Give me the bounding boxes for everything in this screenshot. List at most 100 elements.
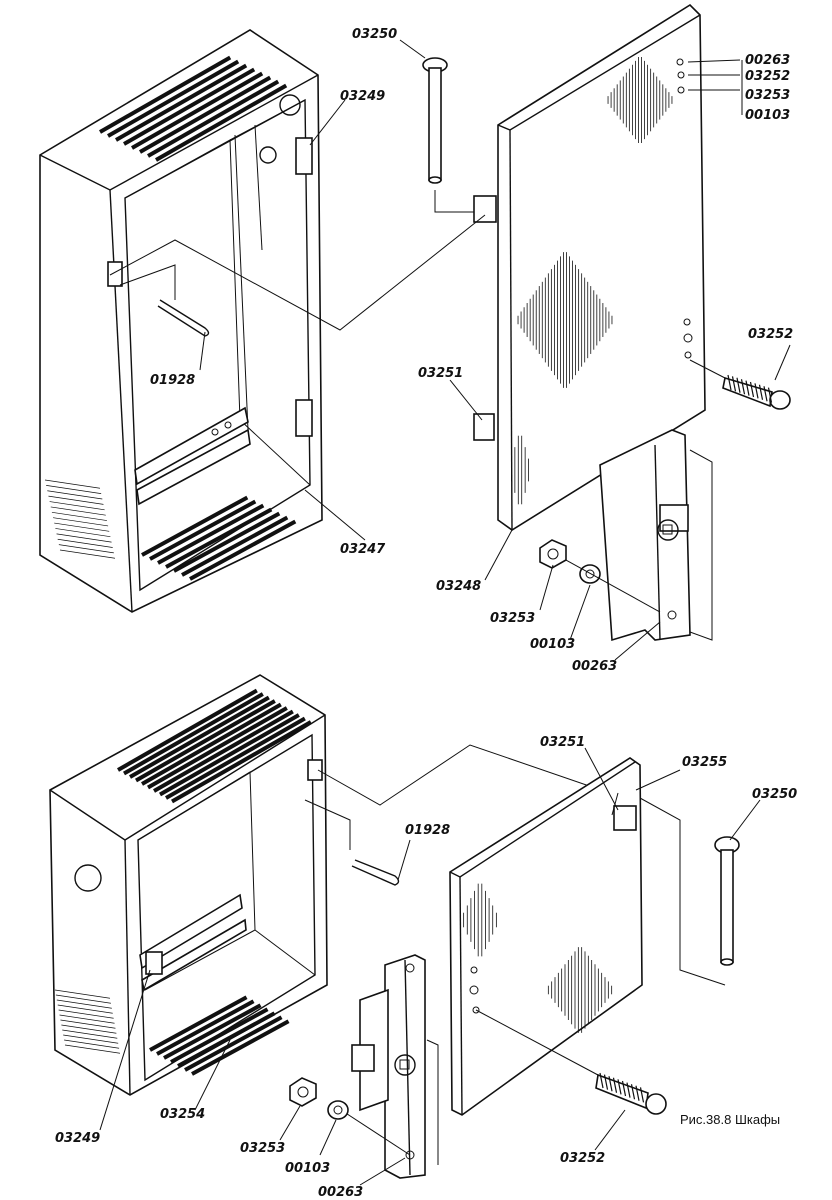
thread-line — [603, 1074, 609, 1090]
thread-line — [617, 1079, 622, 1095]
top-hinge-pin-03250 — [422, 57, 480, 213]
bottom-cotter-pin-01928 — [351, 859, 400, 886]
shade-line — [58, 1009, 114, 1019]
vent-slot — [165, 716, 306, 800]
thread-line — [754, 383, 759, 399]
vent-slot — [147, 706, 288, 790]
top-door-03248 — [473, 3, 706, 531]
bottom-hinge-pin-03250 — [714, 836, 740, 966]
label-00103-top-a: 00103 — [745, 108, 790, 123]
label-03254: 03254 — [160, 1107, 205, 1122]
thread-line — [745, 380, 750, 396]
label-00103-bottom: 00103 — [285, 1161, 330, 1176]
vent-slot — [171, 720, 312, 804]
bottom-cabinet-side-shading — [54, 989, 121, 1054]
shade-line — [60, 1019, 116, 1029]
vent-slot — [147, 79, 280, 158]
shade-line — [59, 549, 116, 559]
vent-slot — [141, 495, 249, 557]
top-cabinet-rack — [134, 406, 251, 506]
shade-line — [62, 1029, 118, 1039]
bottom-screw-03252 — [475, 1009, 667, 1115]
label-03250-bottom: 03250 — [752, 787, 797, 802]
label-01928-bottom: 01928 — [405, 823, 450, 838]
top-nut-03253 — [539, 539, 567, 569]
bottom-part-labels: 03251 03255 03250 01928 03249 03254 0325… — [55, 735, 797, 1200]
bottom-screw-thread — [599, 1072, 645, 1103]
shade-line — [57, 538, 113, 548]
label-03249-bottom: 03249 — [55, 1131, 100, 1146]
vent-slot — [170, 1007, 269, 1064]
thread-line — [763, 386, 768, 402]
shade-line — [48, 495, 104, 505]
thread-line — [630, 1084, 636, 1100]
thread-line — [767, 387, 773, 403]
vent-slot — [149, 995, 248, 1052]
shade-line — [61, 1024, 117, 1034]
vent-slot — [123, 67, 256, 146]
vent-slot — [177, 1011, 276, 1068]
shade-line — [55, 994, 111, 1004]
thread-line — [626, 1082, 631, 1098]
top-cabinet-bottom-slots — [141, 495, 297, 581]
vent-slot — [157, 503, 265, 565]
thread-line — [639, 1087, 645, 1103]
vent-slot — [123, 692, 264, 776]
top-washer-00103 — [565, 559, 661, 613]
label-03253-bottom: 03253 — [240, 1141, 285, 1156]
thread-line — [621, 1080, 627, 1097]
shade-line — [54, 989, 111, 999]
shade-line — [56, 533, 112, 543]
vent-slot — [184, 1015, 283, 1072]
shade-line — [50, 506, 106, 516]
thread-line — [612, 1077, 618, 1093]
label-01928-top: 01928 — [150, 373, 195, 388]
shade-line — [46, 485, 102, 494]
thread-line — [599, 1072, 604, 1089]
thread-line — [731, 376, 737, 392]
top-screw-thread — [727, 374, 773, 403]
label-03253-top-a: 03253 — [745, 88, 790, 103]
thread-line — [749, 381, 755, 398]
vent-slot — [173, 511, 281, 573]
bottom-door-shading — [463, 883, 613, 1033]
bottom-washer-00103 — [327, 1100, 349, 1120]
thread-line — [727, 374, 732, 391]
vent-slot — [163, 1003, 262, 1060]
top-cabinet-vent-slots — [99, 55, 288, 162]
top-cabinet-side-shading — [44, 479, 116, 559]
label-03253-top-b: 03253 — [490, 611, 535, 626]
vent-slot — [131, 71, 264, 150]
label-00103-top-b: 00103 — [530, 637, 575, 652]
shade-line — [59, 1014, 115, 1024]
label-03248: 03248 — [436, 579, 481, 594]
thread-line — [736, 377, 741, 393]
bottom-door-03255 — [449, 757, 726, 1116]
label-00263-bottom: 00263 — [318, 1185, 363, 1200]
top-latch-00263 — [599, 429, 713, 642]
vent-slot — [149, 499, 257, 561]
vent-slot — [153, 709, 294, 793]
vent-slot — [139, 75, 272, 154]
shade-line — [57, 1004, 113, 1014]
top-part-labels: 03250 03249 00263 03252 03253 00103 0325… — [150, 27, 793, 674]
top-cotter-pin-01928 — [157, 299, 210, 371]
vent-slot — [159, 713, 300, 797]
label-03252-bottom: 03252 — [560, 1151, 605, 1166]
thread-line — [740, 379, 746, 395]
shade-line — [55, 528, 111, 538]
vent-slot — [117, 688, 258, 772]
bottom-cabinet-body — [49, 674, 328, 1096]
figure-caption: Рис.38.8 Шкафы — [680, 1112, 780, 1127]
shade-line — [44, 479, 101, 489]
vent-slot — [191, 1019, 290, 1076]
label-03250-top: 03250 — [352, 27, 397, 42]
label-00263-top-a: 00263 — [745, 53, 790, 68]
leader-lines — [99, 39, 791, 1186]
label-03247: 03247 — [340, 542, 386, 557]
vent-slot — [165, 507, 273, 569]
bottom-latch-00263 — [337, 954, 439, 1179]
label-03255: 03255 — [682, 755, 727, 770]
vent-slot — [135, 699, 276, 783]
